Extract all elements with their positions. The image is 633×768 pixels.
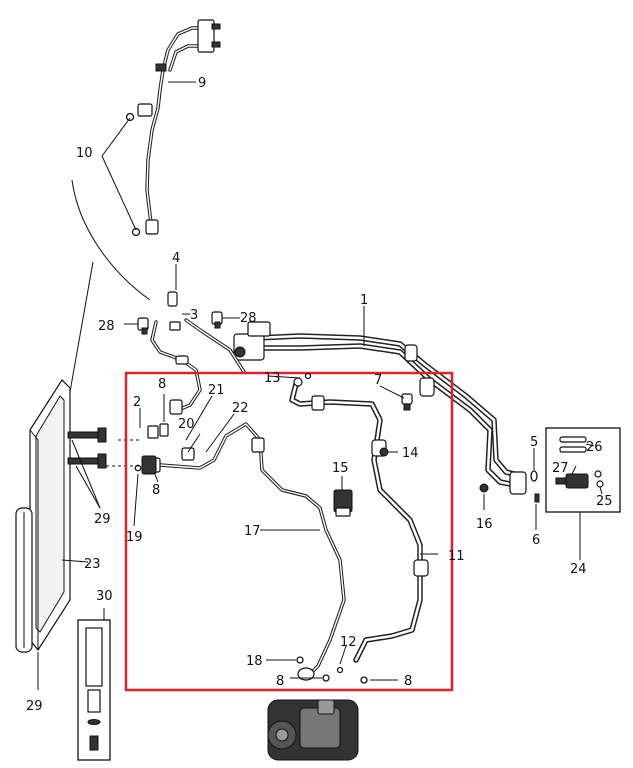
condenser xyxy=(29,379,107,652)
seal xyxy=(534,493,540,503)
o-ring xyxy=(131,227,141,237)
callout-18: 18 xyxy=(246,654,263,669)
callout-27: 27 xyxy=(552,461,569,476)
highlight-box xyxy=(124,371,454,692)
callout-21: 21 xyxy=(208,383,225,398)
callout-5: 5 xyxy=(530,435,538,450)
o-ring xyxy=(125,112,135,122)
callout-4: 4 xyxy=(172,251,180,266)
discharge-hose xyxy=(289,377,429,663)
o-ring xyxy=(134,464,142,472)
o-ring xyxy=(360,676,368,684)
suction-tube xyxy=(147,422,346,681)
liquid-line xyxy=(150,318,246,415)
receiver-drier xyxy=(15,507,33,653)
callout-16: 16 xyxy=(476,517,493,532)
callout-labels: 1 2 3 4 5 6 7 8 8 8 8 9 10 11 12 13 14 1… xyxy=(26,76,613,714)
callout-9: 9 xyxy=(198,76,206,91)
callout-6: 6 xyxy=(532,533,540,548)
callout-3: 3 xyxy=(190,308,198,323)
callout-25: 25 xyxy=(596,494,613,509)
upper-liquid-line xyxy=(137,19,221,235)
pressure-transducer xyxy=(211,311,223,329)
ac-pressure-switch xyxy=(401,393,413,411)
o-ring xyxy=(336,666,344,674)
callout-14: 14 xyxy=(402,446,419,461)
callout-12: 12 xyxy=(340,635,357,650)
callout-22: 22 xyxy=(232,401,249,416)
valve-kit-box xyxy=(545,427,621,513)
desiccant-kit-box xyxy=(77,619,111,761)
callout-28: 28 xyxy=(98,319,115,334)
callout-28: 28 xyxy=(240,311,257,326)
pressure-sensor xyxy=(333,489,353,517)
pressure-transducer xyxy=(137,317,149,335)
callout-15: 15 xyxy=(332,461,349,476)
nut xyxy=(379,447,389,457)
callout-26: 26 xyxy=(586,440,603,455)
callout-1: 1 xyxy=(360,293,368,308)
o-ring xyxy=(304,372,312,380)
callout-13: 13 xyxy=(264,371,281,386)
o-ring xyxy=(322,674,330,682)
callout-17: 17 xyxy=(244,524,261,539)
callout-20: 20 xyxy=(178,417,195,432)
leader-lines xyxy=(37,81,603,690)
callout-8: 8 xyxy=(152,483,160,498)
callout-24: 24 xyxy=(570,562,587,577)
compressor xyxy=(267,699,359,761)
callout-29: 29 xyxy=(94,512,111,527)
callout-29: 29 xyxy=(26,699,43,714)
callout-19: 19 xyxy=(126,530,143,545)
sensor-fitting xyxy=(159,423,169,437)
callout-23: 23 xyxy=(84,557,101,572)
o-ring xyxy=(296,656,304,664)
callout-10: 10 xyxy=(76,146,93,161)
sensor-fitting xyxy=(147,425,159,439)
callout-8: 8 xyxy=(276,674,284,689)
callout-7: 7 xyxy=(374,373,382,388)
callout-8: 8 xyxy=(158,377,166,392)
nut xyxy=(479,483,489,493)
callout-2: 2 xyxy=(133,395,141,410)
gasket xyxy=(530,470,538,482)
reference-arc xyxy=(71,179,151,301)
callout-11: 11 xyxy=(448,549,465,564)
expansion-valve xyxy=(141,455,157,475)
service-valve-cap xyxy=(167,291,178,307)
suction-line xyxy=(233,321,527,495)
callout-30: 30 xyxy=(96,589,113,604)
callout-8: 8 xyxy=(404,674,412,689)
